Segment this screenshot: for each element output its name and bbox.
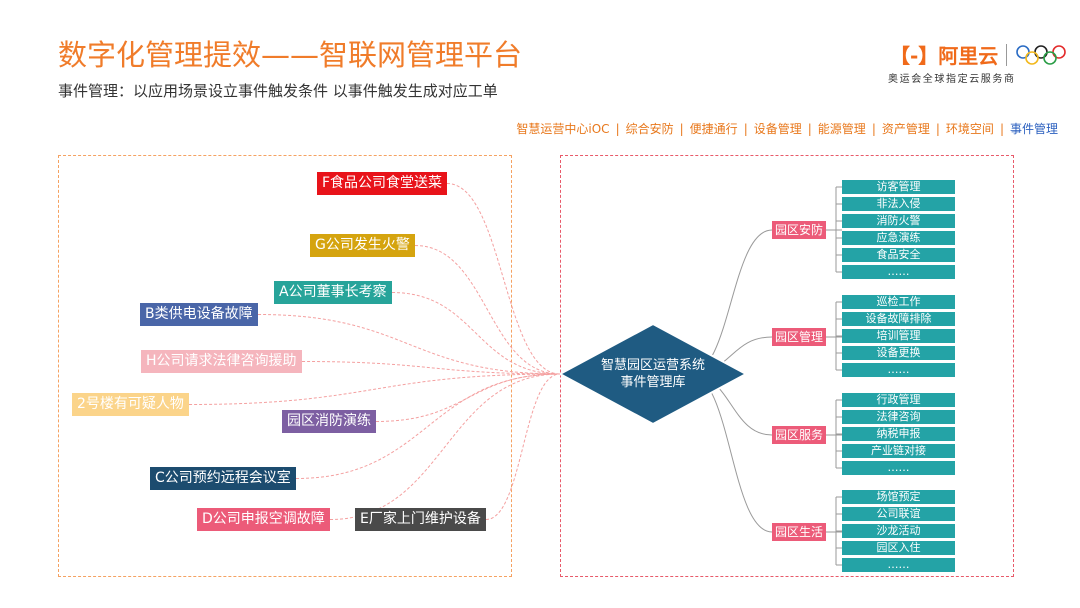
nav-separator: |: [935, 122, 940, 136]
nav-item[interactable]: 能源管理: [817, 122, 866, 136]
event-e-equipment-maintenance[interactable]: E厂家上门维护设备: [355, 508, 486, 531]
nav-item[interactable]: 事件管理: [1009, 122, 1058, 136]
event-link-line: [329, 373, 561, 520]
nav-separator: |: [615, 122, 620, 136]
event-link-line: [375, 373, 561, 422]
hub-title: 智慧园区运营系统: [600, 358, 705, 373]
event-b-power-fault[interactable]: B类供电设备故障: [140, 303, 258, 326]
event-suspicious-person[interactable]: 2号楼有可疑人物: [72, 393, 189, 416]
nav-separator: |: [679, 122, 684, 136]
logo: 【-】阿里云: [890, 40, 1067, 69]
nav-item[interactable]: 智慧运营中心iOC: [516, 122, 610, 136]
page-title: 数字化管理提效——智联网管理平台: [58, 38, 523, 72]
event-link-line: [391, 292, 561, 375]
category-service[interactable]: 园区服务: [772, 426, 827, 444]
logo-tagline: 奥运会全球指定云服务商: [888, 74, 1016, 85]
leaf-item[interactable]: 访客管理: [842, 180, 955, 194]
leaf-item[interactable]: 消防火警: [842, 214, 955, 228]
nav-item[interactable]: 便捷通行: [689, 122, 738, 136]
event-fire-drill[interactable]: 园区消防演练: [282, 410, 376, 433]
page-subtitle: 事件管理：以应用场景设立事件触发条件 以事件触发生成对应工单: [58, 82, 498, 100]
nav-separator: |: [807, 122, 812, 136]
event-link-line: [414, 245, 561, 375]
leaf-item[interactable]: 行政管理: [842, 393, 955, 407]
leaf-item[interactable]: 培训管理: [842, 329, 955, 343]
nav-separator: |: [743, 122, 748, 136]
logo-divider: [1006, 43, 1008, 66]
event-a-chairman-visit[interactable]: A公司董事长考察: [274, 281, 392, 304]
event-link-line: [295, 373, 561, 479]
events-panel: [58, 155, 512, 577]
leaf-item[interactable]: ……: [842, 265, 955, 279]
leaf-item[interactable]: 沙龙活动: [842, 524, 955, 538]
olympic-rings-icon: [1016, 44, 1067, 65]
leaf-item[interactable]: 场馆预定: [842, 490, 955, 504]
event-link-line: [301, 361, 561, 375]
nav-separator: |: [871, 122, 876, 136]
category-life[interactable]: 园区生活: [772, 523, 827, 541]
leaf-item[interactable]: 纳税申报: [842, 427, 955, 441]
category-security[interactable]: 园区安防: [772, 221, 827, 239]
event-link-line: [257, 314, 561, 375]
event-g-fire-alarm[interactable]: G公司发生火警: [310, 234, 415, 257]
leaf-item[interactable]: ……: [842, 461, 955, 475]
nav-item[interactable]: 环境空间: [945, 122, 994, 136]
categories-panel: [560, 155, 1014, 577]
nav-item[interactable]: 综合安防: [625, 122, 674, 136]
nav-item[interactable]: 资产管理: [881, 122, 930, 136]
leaf-item[interactable]: 设备故障排除: [842, 312, 955, 326]
leaf-item[interactable]: 食品安全: [842, 248, 955, 262]
event-f-canteen-delivery[interactable]: F食品公司食堂送菜: [317, 172, 448, 195]
hub-subtitle: 事件管理库: [620, 375, 686, 390]
event-link-line: [446, 183, 561, 375]
leaf-item[interactable]: 产业链对接: [842, 444, 955, 458]
event-c-meeting-room[interactable]: C公司预约远程会议室: [150, 467, 296, 490]
event-link-line: [485, 373, 561, 520]
event-d-aircon-fault[interactable]: D公司申报空调故障: [197, 508, 330, 531]
leaf-item[interactable]: ……: [842, 363, 955, 377]
leaf-item[interactable]: 公司联谊: [842, 507, 955, 521]
nav-item[interactable]: 设备管理: [753, 122, 802, 136]
category-management[interactable]: 园区管理: [772, 328, 827, 346]
leaf-item[interactable]: 应急演练: [842, 231, 955, 245]
leaf-item[interactable]: 巡检工作: [842, 295, 955, 309]
leaf-item[interactable]: 法律咨询: [842, 410, 955, 424]
event-h-legal-consult[interactable]: H公司请求法律咨询援助: [141, 350, 302, 373]
leaf-item[interactable]: ……: [842, 558, 955, 572]
leaf-item[interactable]: 园区入住: [842, 541, 955, 555]
aliyun-logo: 【-】阿里云: [890, 44, 999, 68]
event-library-hub[interactable]: 智慧园区运营系统 事件管理库: [557, 322, 749, 426]
event-link-line: [188, 373, 561, 405]
leaf-item[interactable]: 非法入侵: [842, 197, 955, 211]
leaf-item[interactable]: 设备更换: [842, 346, 955, 360]
nav-separator: |: [999, 122, 1004, 136]
module-nav: 智慧运营中心iOC | 综合安防 | 便捷通行 | 设备管理 | 能源管理 | 资产管理 | 环境空间 |…: [516, 120, 1058, 137]
